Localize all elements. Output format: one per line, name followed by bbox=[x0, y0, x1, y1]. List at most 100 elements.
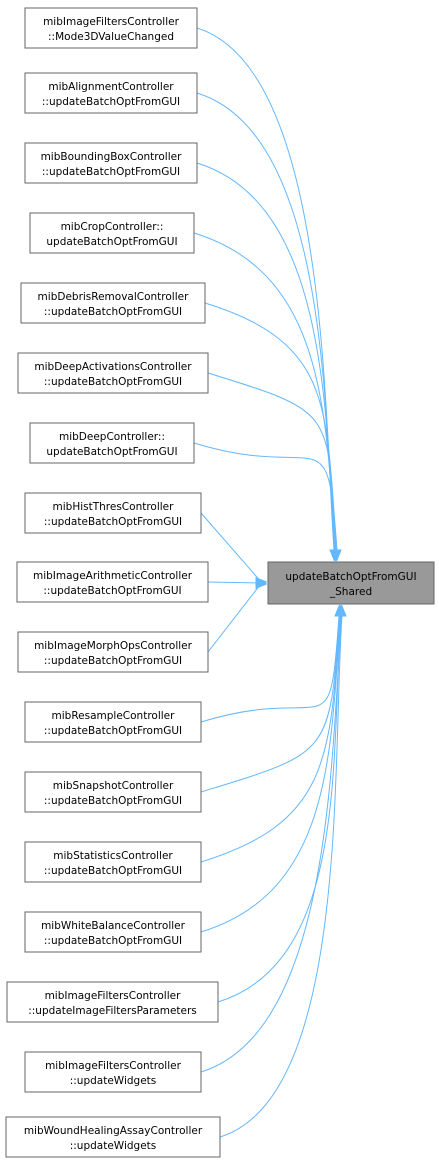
caller-mibimagefilterscontroller-updatewidgets-label-line-1: mibImageFiltersController bbox=[45, 1060, 182, 1072]
caller-mibwoundhealingassaycontroller-updatewidgets-label-line-1: mibWoundHealingAssayController bbox=[24, 1125, 203, 1137]
caller-mibdeepactivationscontroller-label-line-1: mibDeepActivationsController bbox=[34, 361, 192, 373]
caller-mibstatisticscontroller-edge bbox=[200, 604, 345, 863]
caller-mibimagemorphopscontroller-edge bbox=[207, 579, 268, 653]
caller-mibboundingboxcontroller-edge-line bbox=[196, 162, 336, 551]
caller-mibimagefilterscontroller-updateimagefiltersparameters-edge-line bbox=[217, 615, 342, 1003]
caller-mibalignmentcontroller-node[interactable]: mibAlignmentController::updateBatchOptFr… bbox=[24, 72, 198, 114]
caller-mibimagefilterscontroller-updatewidgets-edge bbox=[200, 604, 347, 1073]
caller-mibimagefilterscontroller-mode3dvaluechanged-node[interactable]: mibImageFiltersController::Mode3DValueCh… bbox=[24, 7, 198, 49]
caller-mibimagefilterscontroller-updateimagefiltersparameters-node[interactable]: mibImageFiltersController::updateImageFi… bbox=[6, 981, 219, 1023]
caller-mibboundingboxcontroller-node[interactable]: mibBoundingBoxController::updateBatchOpt… bbox=[24, 142, 198, 184]
caller-mibalignmentcontroller-edge bbox=[196, 92, 340, 562]
caller-mibimagearithmeticcontroller-label-line-2: ::updateBatchOptFromGUI bbox=[43, 585, 181, 597]
caller-mibimagefilterscontroller-mode3dvaluechanged-label-line-2: ::Mode3DValueChanged bbox=[48, 31, 174, 43]
caller-mibwoundhealingassaycontroller-updatewidgets-label-line-2: ::updateWidgets bbox=[70, 1140, 157, 1152]
caller-mibalignmentcontroller-label-line-1: mibAlignmentController bbox=[48, 81, 174, 93]
caller-mibimagearithmeticcontroller-label-line-1: mibImageArithmeticController bbox=[33, 570, 193, 582]
caller-mibdeepcontroller-edge-line bbox=[193, 442, 338, 551]
caller-mibimagefilterscontroller-updatewidgets-box bbox=[24, 1051, 202, 1093]
caller-mibwoundhealingassaycontroller-updatewidgets-edge-line bbox=[219, 615, 343, 1138]
caller-mibwoundhealingassaycontroller-updatewidgets-node[interactable]: mibWoundHealingAssayController::updateWi… bbox=[5, 1116, 221, 1158]
caller-mibstatisticscontroller-label-line-2: ::updateBatchOptFromGUI bbox=[44, 865, 182, 877]
caller-mibdebrisremovalcontroller-label-line-2: ::updateBatchOptFromGUI bbox=[44, 306, 182, 318]
caller-mibwoundhealingassaycontroller-updatewidgets-arrowhead bbox=[337, 604, 347, 617]
caller-mibdeepactivationscontroller-node[interactable]: mibDeepActivationsController::updateBatc… bbox=[17, 352, 209, 394]
caller-mibimagearithmeticcontroller-node[interactable]: mibImageArithmeticController::updateBatc… bbox=[16, 561, 209, 603]
caller-mibimagemorphopscontroller-node[interactable]: mibImageMorphOpsController::updateBatchO… bbox=[17, 631, 209, 673]
caller-mibimagefilterscontroller-updatewidgets-edge-line bbox=[200, 615, 342, 1073]
caller-mibcropcontroller-node[interactable]: mibCropController::updateBatchOptFromGUI bbox=[29, 212, 195, 254]
caller-mibresamplecontroller-node[interactable]: mibResampleController::updateBatchOptFro… bbox=[24, 701, 202, 743]
caller-mibcropcontroller-box bbox=[29, 212, 195, 254]
caller-mibresamplecontroller-edge-line bbox=[200, 615, 340, 723]
caller-mibalignmentcontroller-edge-line bbox=[196, 92, 335, 551]
caller-mibsnapshotcontroller-label-line-1: mibSnapshotController bbox=[53, 780, 174, 792]
caller-mibimagearithmeticcontroller-edge-line bbox=[207, 581, 259, 584]
caller-mibsnapshotcontroller-box bbox=[24, 771, 202, 813]
target-node[interactable]: updateBatchOptFromGUI _Shared bbox=[267, 561, 435, 605]
caller-mibboundingboxcontroller-box bbox=[24, 142, 198, 184]
caller-mibsnapshotcontroller-label-line-2: ::updateBatchOptFromGUI bbox=[44, 795, 182, 807]
caller-mibalignmentcontroller-label-line-2: ::updateBatchOptFromGUI bbox=[42, 96, 180, 108]
caller-mibstatisticscontroller-node[interactable]: mibStatisticsController::updateBatchOptF… bbox=[24, 841, 202, 883]
caller-mibdeepcontroller-box bbox=[29, 422, 195, 464]
caller-mibwoundhealingassaycontroller-updatewidgets-box bbox=[5, 1116, 221, 1158]
caller-mibresamplecontroller-box bbox=[24, 701, 202, 743]
target-box bbox=[267, 561, 435, 605]
caller-mibdebrisremovalcontroller-node[interactable]: mibDebrisRemovalController::updateBatchO… bbox=[20, 282, 206, 324]
caller-mibresamplecontroller-edge bbox=[200, 604, 344, 723]
caller-mibwhitebalancecontroller-box bbox=[24, 911, 202, 953]
caller-mibdebrisremovalcontroller-box bbox=[20, 282, 206, 324]
target-label-line-1: updateBatchOptFromGUI bbox=[285, 571, 416, 583]
target-label-line-2: _Shared bbox=[329, 586, 372, 598]
caller-mibboundingboxcontroller-label-line-2: ::updateBatchOptFromGUI bbox=[42, 166, 180, 178]
caller-mibdebrisremovalcontroller-edge-line bbox=[204, 302, 337, 551]
caller-mibwhitebalancecontroller-node[interactable]: mibWhiteBalanceController::updateBatchOp… bbox=[24, 911, 202, 953]
caller-mibimagefilterscontroller-updatewidgets-label-line-2: ::updateWidgets bbox=[70, 1075, 157, 1087]
caller-mibsnapshotcontroller-node[interactable]: mibSnapshotController::updateBatchOptFro… bbox=[24, 771, 202, 813]
caller-mibimagefilterscontroller-updateimagefiltersparameters-label-line-2: ::updateImageFiltersParameters bbox=[28, 1005, 197, 1017]
caller-mibdebrisremovalcontroller-label-line-1: mibDebrisRemovalController bbox=[38, 291, 190, 303]
caller-mibcropcontroller-label-line-1: mibCropController:: bbox=[61, 221, 164, 233]
caller-mibalignmentcontroller-box bbox=[24, 72, 198, 114]
caller-mibimagefilterscontroller-mode3dvaluechanged-box bbox=[24, 7, 198, 49]
caller-mibdeepcontroller-arrowhead bbox=[332, 549, 342, 562]
caller-mibhistthrescontroller-box bbox=[24, 492, 202, 534]
caller-mibimagefilterscontroller-mode3dvaluechanged-label-line-1: mibImageFiltersController bbox=[43, 16, 180, 28]
caller-mibimagemorphopscontroller-arrowhead bbox=[255, 579, 268, 589]
caller-mibstatisticscontroller-box bbox=[24, 841, 202, 883]
caller-mibhistthrescontroller-label-line-1: mibHistThresController bbox=[53, 501, 175, 513]
caller-mibimagefilterscontroller-mode3dvaluechanged-edge bbox=[196, 27, 339, 562]
caller-mibimagearithmeticcontroller-box bbox=[16, 561, 209, 603]
caller-mibwhitebalancecontroller-label-line-1: mibWhiteBalanceController bbox=[41, 920, 186, 932]
caller-mibresamplecontroller-label-line-1: mibResampleController bbox=[52, 710, 176, 722]
caller-mibimagemorphopscontroller-box bbox=[17, 631, 209, 673]
caller-mibhistthrescontroller-edge-line bbox=[200, 512, 259, 579]
caller-mibboundingboxcontroller-label-line-1: mibBoundingBoxController bbox=[41, 151, 183, 163]
caller-mibimagefilterscontroller-mode3dvaluechanged-edge-line bbox=[196, 27, 335, 551]
caller-mibimagefilterscontroller-updateimagefiltersparameters-label-line-1: mibImageFiltersController bbox=[45, 990, 182, 1002]
caller-mibdeepcontroller-node[interactable]: mibDeepController::updateBatchOptFromGUI bbox=[29, 422, 195, 464]
caller-mibdeepactivationscontroller-box bbox=[17, 352, 209, 394]
caller-mibhistthrescontroller-label-line-2: ::updateBatchOptFromGUI bbox=[44, 516, 182, 528]
nodes: mibImageFiltersController::Mode3DValueCh… bbox=[5, 7, 435, 1158]
caller-mibstatisticscontroller-edge-line bbox=[200, 615, 341, 863]
caller-mibimagefilterscontroller-updatewidgets-node[interactable]: mibImageFiltersController::updateWidgets bbox=[24, 1051, 202, 1093]
caller-mibimagemorphopscontroller-label-line-2: ::updateBatchOptFromGUI bbox=[44, 655, 182, 667]
caller-mibhistthrescontroller-node[interactable]: mibHistThresController::updateBatchOptFr… bbox=[24, 492, 202, 534]
caller-mibimagemorphopscontroller-edge-line bbox=[207, 587, 259, 653]
caller-mibdeepactivationscontroller-label-line-2: ::updateBatchOptFromGUI bbox=[44, 376, 182, 388]
caller-mibsnapshotcontroller-edge-line bbox=[200, 615, 340, 793]
caller-mibdeepcontroller-edge bbox=[193, 442, 342, 562]
caller-mibdeepactivationscontroller-edge-line bbox=[207, 372, 337, 551]
caller-mibimagemorphopscontroller-label-line-1: mibImageMorphOpsController bbox=[34, 640, 193, 652]
caller-mibresamplecontroller-label-line-2: ::updateBatchOptFromGUI bbox=[44, 725, 182, 737]
caller-mibdeepcontroller-label-line-1: mibDeepController:: bbox=[59, 431, 165, 443]
caller-mibhistthrescontroller-edge bbox=[200, 512, 268, 587]
edges bbox=[193, 27, 347, 1138]
caller-mibwhitebalancecontroller-edge-line bbox=[200, 615, 341, 933]
caller-mibimagefilterscontroller-updateimagefiltersparameters-box bbox=[6, 981, 219, 1023]
caller-mibwoundhealingassaycontroller-updatewidgets-edge bbox=[219, 604, 347, 1138]
caller-mibwhitebalancecontroller-label-line-2: ::updateBatchOptFromGUI bbox=[44, 935, 182, 947]
